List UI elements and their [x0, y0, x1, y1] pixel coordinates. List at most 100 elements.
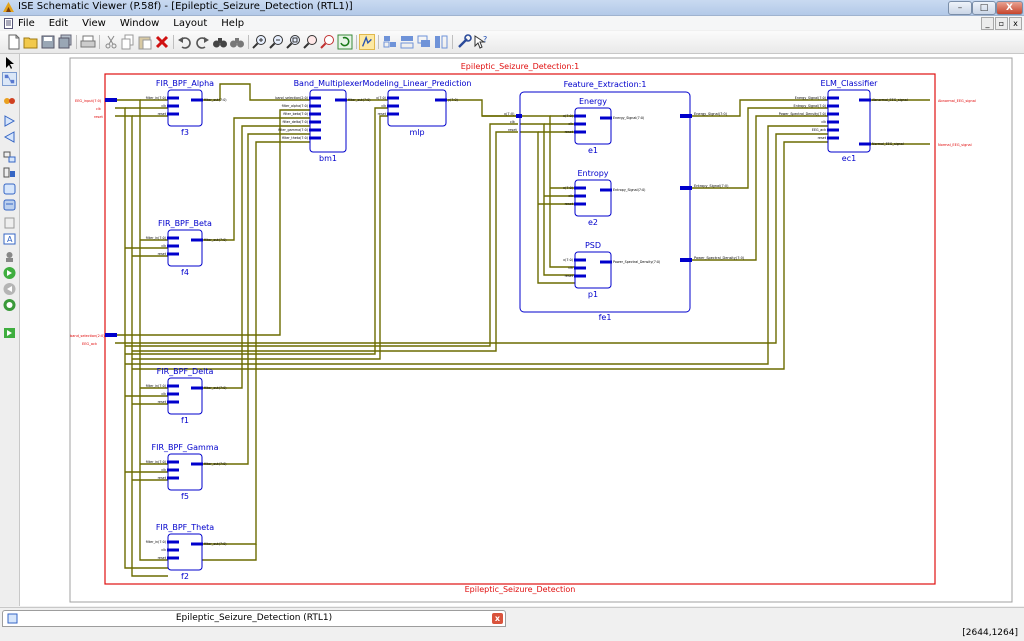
block-f2[interactable]: FIR_BPF_Thetaf2filter_in(7:0)clkresetfil… [146, 523, 227, 581]
fe-out-port-stub [680, 114, 692, 118]
block-title: Band_Multiplexer [294, 79, 364, 88]
find-binoculars-icon[interactable] [212, 34, 228, 50]
zoom-to-selection-icon[interactable] [303, 34, 319, 50]
input-port-label: clk [821, 120, 826, 124]
input-port-label: x(7:0) [563, 114, 573, 118]
redo-icon[interactable] [194, 34, 210, 50]
history-icon[interactable] [2, 298, 17, 312]
feature-extraction-title: Feature_Extraction:1 [564, 80, 647, 89]
block-instance-name: f3 [181, 128, 189, 137]
save-all-icon[interactable] [57, 34, 73, 50]
menu-view[interactable]: View [82, 17, 106, 29]
doc-close-button[interactable]: x [1009, 17, 1022, 30]
block-p1[interactable]: PSDp1x(7:0)clkresetPower_Spectral_Densit… [563, 241, 660, 299]
block-body [167, 533, 203, 571]
fe-in-port-stub [516, 114, 522, 118]
maximize-button[interactable]: □ [972, 1, 996, 15]
menu-layout[interactable]: Layout [173, 17, 208, 29]
menu-window[interactable]: Window [119, 17, 160, 29]
io-output-label: Normal_EEG_signal [938, 143, 972, 147]
input-port-label: reset [565, 274, 574, 278]
output-port-label: Power_Spectral_Density(7:0) [613, 260, 660, 264]
push-into-icon[interactable] [2, 114, 17, 128]
doc-minimize-button[interactable]: _ [981, 17, 994, 30]
search-icon[interactable] [2, 182, 17, 196]
input-port-label: filter_delta(7:0) [282, 120, 308, 124]
print-icon[interactable] [80, 34, 96, 50]
schematic-view-icon[interactable] [2, 72, 17, 86]
window-titlebar[interactable]: ISE Schematic Viewer (P.58f) - [Epilepti… [0, 0, 1024, 16]
schematic-canvas[interactable]: Epileptic_Seizure_Detection:1 Epileptic_… [20, 54, 1024, 606]
block-e2[interactable]: Entropye2x(7:0)clkresetEntropy_Signal(7:… [563, 169, 645, 227]
output-port-stub [191, 386, 203, 390]
input-port-label: Energy_Signal(7:0) [795, 96, 826, 100]
menu-help[interactable]: Help [221, 17, 245, 29]
input-port-stub [167, 460, 179, 464]
copy-icon[interactable] [120, 34, 136, 50]
trace-signal-icon[interactable] [2, 250, 17, 264]
fe-out-port-stub [680, 186, 692, 190]
toolbar-separator [76, 35, 77, 49]
input-port-stub [167, 476, 179, 480]
help-pointer-icon[interactable]: ? [473, 34, 489, 50]
block-f3[interactable]: FIR_BPF_Alphaf3filter_in(7:0)clkresetfil… [146, 79, 227, 137]
block-ec1[interactable]: ELM_Classifierec1Energy_Signal(7:0)Entro… [779, 79, 908, 163]
pop-up-icon[interactable] [2, 130, 17, 144]
window-title: ISE Schematic Viewer (P.58f) - [Epilepti… [18, 1, 353, 12]
save-icon[interactable] [40, 34, 56, 50]
add-instance-icon[interactable] [2, 150, 17, 164]
doc-restore-button[interactable]: ▫ [995, 17, 1008, 30]
block-f5[interactable]: FIR_BPF_Gammaf5filter_in(7:0)clkresetfil… [146, 443, 227, 501]
tile-vertical-icon[interactable] [433, 34, 449, 50]
document-icon [4, 17, 13, 29]
properties-wrench-icon[interactable] [456, 34, 472, 50]
find-next-icon[interactable] [229, 34, 245, 50]
add-pin-icon[interactable] [2, 166, 17, 180]
document-tab[interactable]: Epileptic_Seizure_Detection (RTL1) x [2, 610, 506, 627]
menu-edit[interactable]: Edit [48, 17, 69, 29]
export-icon[interactable] [2, 326, 17, 340]
input-port-stub [387, 96, 399, 100]
zoom-in-icon[interactable] [252, 34, 268, 50]
ise-app-icon [3, 2, 14, 12]
close-button[interactable]: X [996, 1, 1023, 15]
cascade-windows-icon[interactable] [416, 34, 432, 50]
zoom-box-icon[interactable] [320, 34, 336, 50]
schematic-select-icon[interactable] [359, 34, 375, 50]
new-file-icon[interactable] [6, 34, 22, 50]
block-bm1[interactable]: Band_Multiplexerbm1band_selection(2:0)fi… [275, 79, 370, 163]
go-back-icon[interactable] [2, 282, 17, 296]
cut-icon[interactable] [103, 34, 119, 50]
paste-icon[interactable] [137, 34, 153, 50]
toolbar-separator [99, 35, 100, 49]
zoom-full-icon[interactable] [286, 34, 302, 50]
block-title: FIR_BPF_Theta [156, 523, 214, 532]
input-port-label: clk [161, 468, 166, 472]
io-input-label: clk [96, 107, 102, 111]
block-f1[interactable]: FIR_BPF_Deltaf1filter_in(7:0)clkresetfil… [146, 367, 227, 425]
cell-view-icon[interactable] [2, 216, 17, 230]
input-port-label: reset [158, 252, 167, 256]
menu-file[interactable]: File [18, 17, 35, 29]
tile-horizontal-icon[interactable] [399, 34, 415, 50]
zoom-out-icon[interactable] [269, 34, 285, 50]
open-folder-icon[interactable] [23, 34, 39, 50]
block-mlp[interactable]: Modeling_Linear_Predictionmlpx(7:0)clkre… [363, 79, 472, 137]
properties-icon[interactable] [2, 198, 17, 212]
input-port-label: clk [568, 122, 573, 126]
refresh-view-icon[interactable] [337, 34, 353, 50]
expand-hierarchy-icon[interactable] [2, 94, 17, 108]
tab-close-icon[interactable]: x [492, 613, 503, 624]
undo-icon[interactable] [177, 34, 193, 50]
block-f4[interactable]: FIR_BPF_Betaf4filter_in(7:0)clkresetfilt… [146, 219, 227, 277]
tile-windows-icon[interactable] [382, 34, 398, 50]
text-annotate-icon[interactable]: A [2, 232, 17, 246]
select-arrow-icon[interactable] [2, 56, 17, 70]
input-port-label: x(7:0) [563, 258, 573, 262]
delete-icon[interactable] [154, 34, 170, 50]
input-port-stub [387, 104, 399, 108]
minimize-button[interactable]: – [948, 1, 972, 15]
go-forward-icon[interactable] [2, 266, 17, 280]
input-port-stub [827, 96, 839, 100]
